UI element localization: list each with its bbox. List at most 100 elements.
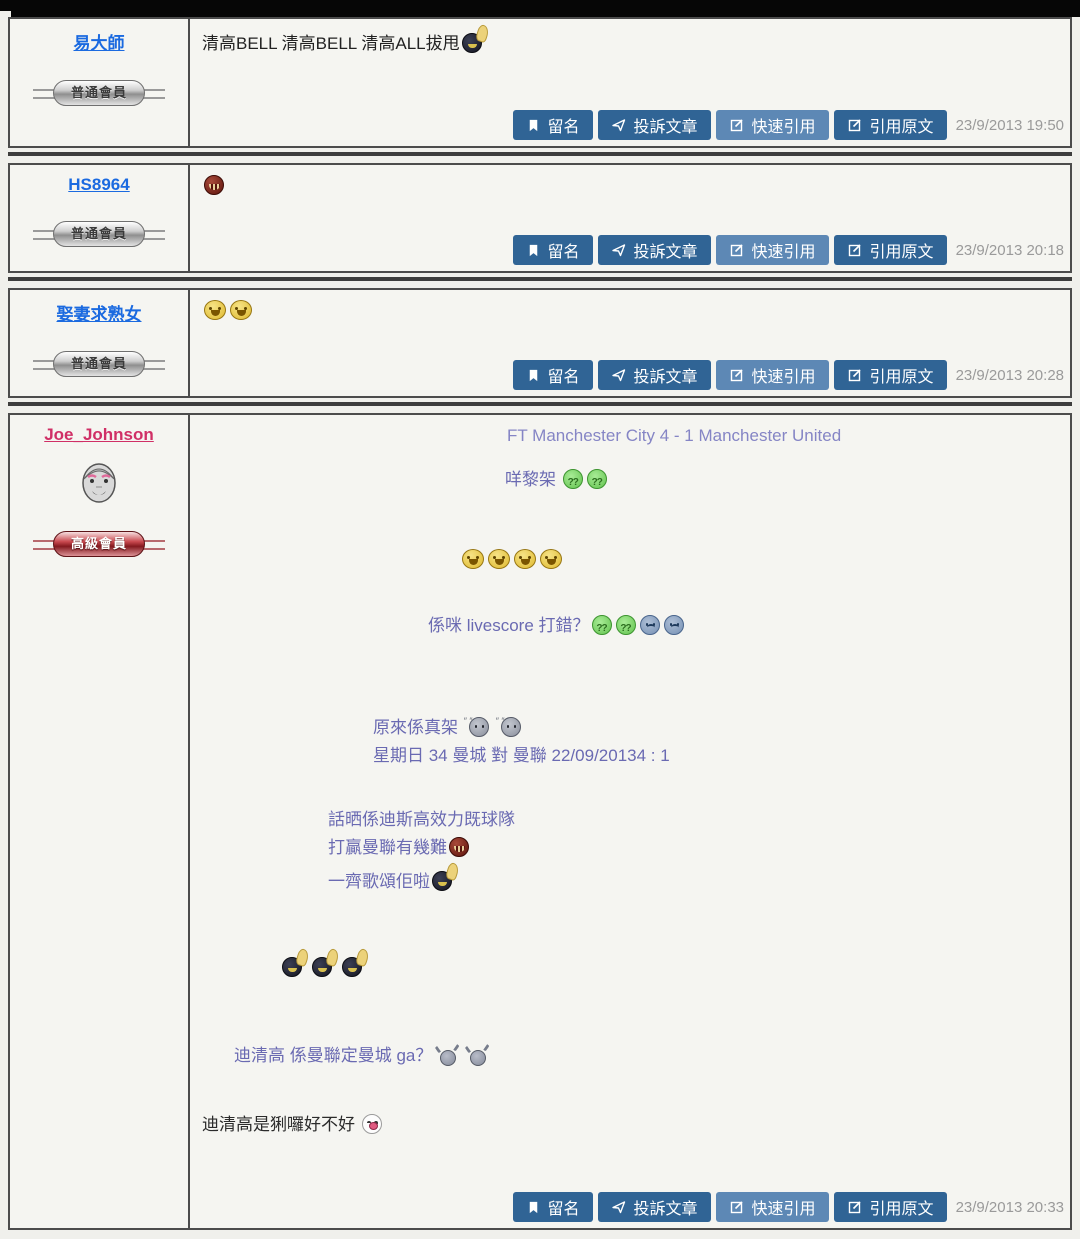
- post-row: 易大師 普通會員 清高BELL 清高BELL 清高ALL拔甩 留名 投訴文章 快…: [8, 17, 1072, 148]
- bookmark-button-label: 留名: [547, 1201, 580, 1218]
- post-message: FT Manchester City 4 - 1 Manchester Unit…: [202, 425, 1060, 1136]
- bookmark-icon: [529, 1201, 537, 1213]
- edit-square-icon: [848, 1201, 861, 1214]
- message-line: [280, 957, 1060, 979]
- post-action-bar: 留名 投訴文章 快速引用 引用原文 23/9/2013 20:33: [512, 1192, 1064, 1222]
- author-cell: HS8964 普通會員: [10, 165, 190, 271]
- message-text: 打贏曼聯有幾難: [328, 838, 447, 857]
- quote-original-button[interactable]: 引用原文: [833, 235, 947, 265]
- message-text: 係咪 livescore 打錯？: [428, 616, 590, 635]
- report-button-label: 投訴文章: [633, 1201, 698, 1218]
- member-badge-wrap: 高級會員: [33, 531, 165, 557]
- thread-page: 易大師 普通會員 清高BELL 清高BELL 清高ALL拔甩 留名 投訴文章 快…: [0, 17, 1080, 1230]
- yellow-laugh-face-icon: [204, 300, 226, 320]
- quick-quote-button[interactable]: 快速引用: [715, 235, 829, 265]
- post-separator: [8, 277, 1072, 281]
- member-badge: 普通會員: [53, 351, 145, 377]
- bookmark-button-label: 留名: [547, 244, 580, 261]
- quote-original-button-label: 引用原文: [869, 244, 934, 261]
- username-link[interactable]: Joe_Johnson: [44, 425, 154, 444]
- rock-on-face-icon: [432, 871, 452, 891]
- quote-original-button-label: 引用原文: [869, 369, 934, 386]
- author-cell: Joe_Johnson 高級會員: [10, 415, 190, 1228]
- username-link[interactable]: 易大師: [73, 34, 125, 53]
- message-line: 迪清高是猁囉好不好: [202, 1114, 1060, 1136]
- yellow-laugh-face-icon: [230, 300, 252, 320]
- report-button-label: 投訴文章: [633, 119, 698, 136]
- quick-quote-button-label: 快速引用: [751, 244, 816, 261]
- report-post-button[interactable]: 投訴文章: [597, 110, 711, 140]
- username-link[interactable]: HS8964: [68, 175, 130, 194]
- rock-on-face-icon: [461, 33, 482, 53]
- rock-on-face-icon: [312, 957, 332, 977]
- edit-square-icon: [848, 119, 861, 132]
- message-line: 係咪 livescore 打錯？: [428, 615, 1060, 640]
- gray-dancer-face-icon: [436, 1043, 461, 1066]
- quick-quote-button-label: 快速引用: [751, 369, 816, 386]
- message-line: 星期日 34 曼城 對 曼聯 22/09/20134 : 1: [373, 746, 670, 765]
- quote-original-button-label: 引用原文: [869, 1201, 934, 1218]
- bookmark-button[interactable]: 留名: [512, 110, 593, 140]
- post-separator: [8, 152, 1072, 156]
- avatar: [82, 463, 116, 503]
- report-post-button[interactable]: 投訴文章: [597, 235, 711, 265]
- blue-sad-face-icon: [663, 615, 684, 635]
- yellow-laugh-face-icon: [514, 549, 536, 569]
- quote-original-button[interactable]: 引用原文: [833, 1192, 947, 1222]
- member-badge: 普通會員: [53, 221, 145, 247]
- post-body-cell: 清高BELL 清高BELL 清高ALL拔甩 留名 投訴文章 快速引用 引用原文: [190, 19, 1070, 146]
- message-text: 咩黎架: [505, 470, 556, 489]
- member-badge-wrap: 普通會員: [33, 80, 165, 106]
- post-timestamp: 23/9/2013 20:18: [955, 241, 1064, 259]
- bookmark-icon: [529, 244, 537, 256]
- post-text: 清高BELL 清高BELL 清高ALL拔甩: [202, 34, 460, 53]
- report-post-button[interactable]: 投訴文章: [597, 1192, 711, 1222]
- gray-dancer-face-icon: [466, 1043, 491, 1066]
- quote-original-button-label: 引用原文: [869, 119, 934, 136]
- username-link[interactable]: 娶妻求熟女: [56, 305, 142, 324]
- author-cell: 娶妻求熟女 普通會員: [10, 290, 190, 396]
- top-black-bar: [0, 0, 1080, 17]
- green-question-face-icon: [562, 469, 583, 494]
- quote-original-button[interactable]: 引用原文: [833, 360, 947, 390]
- message-line: 話晒係迪斯高效力既球隊: [328, 810, 515, 829]
- report-post-button[interactable]: 投訴文章: [597, 360, 711, 390]
- green-question-face-icon: [591, 615, 612, 640]
- bookmark-button[interactable]: 留名: [512, 235, 593, 265]
- edit-square-icon: [730, 369, 743, 382]
- message-line: 迪清高 係曼聯定曼城 ga？: [234, 1043, 1060, 1067]
- post-separator: [8, 402, 1072, 406]
- bookmark-icon: [529, 119, 537, 131]
- bookmark-button-label: 留名: [547, 369, 580, 386]
- post-action-bar: 留名 投訴文章 快速引用 引用原文 23/9/2013 19:50: [512, 110, 1064, 140]
- quick-quote-button[interactable]: 快速引用: [715, 360, 829, 390]
- edit-square-icon: [730, 119, 743, 132]
- post-timestamp: 23/9/2013 20:28: [955, 366, 1064, 384]
- message-line: 咩黎架: [505, 469, 1060, 494]
- edit-square-icon: [730, 244, 743, 257]
- paper-plane-icon: [611, 369, 625, 382]
- message-line: 打贏曼聯有幾難: [328, 837, 1060, 859]
- report-button-label: 投訴文章: [633, 244, 698, 261]
- message-line: 一齊歌頌佢啦: [328, 871, 1060, 893]
- gray-shake-face-icon: [464, 710, 494, 737]
- member-badge-wrap: 普通會員: [33, 351, 165, 377]
- quick-quote-button[interactable]: 快速引用: [715, 110, 829, 140]
- member-badge: 高級會員: [53, 531, 145, 557]
- quick-quote-button[interactable]: 快速引用: [715, 1192, 829, 1222]
- post-row: 娶妻求熟女 普通會員 留名 投訴文章 快速引用: [8, 288, 1072, 398]
- rock-on-face-icon: [282, 957, 302, 977]
- post-body-cell: FT Manchester City 4 - 1 Manchester Unit…: [190, 415, 1070, 1228]
- paper-plane-icon: [611, 119, 625, 132]
- bookmark-button[interactable]: 留名: [512, 1192, 593, 1222]
- quote-original-button[interactable]: 引用原文: [833, 110, 947, 140]
- message-line: [460, 549, 1060, 571]
- post-body-cell: 留名 投訴文章 快速引用 引用原文 23/9/2013 20:18: [190, 165, 1070, 271]
- member-badge: 普通會員: [53, 80, 145, 106]
- green-question-face-icon: [615, 615, 636, 640]
- red-devil-grin-face-icon: [204, 175, 224, 195]
- bookmark-button[interactable]: 留名: [512, 360, 593, 390]
- rock-on-face-icon: [342, 957, 362, 977]
- message-text: 迪清高 係曼聯定曼城 ga？: [234, 1046, 433, 1065]
- message-text: 一齊歌頌佢啦: [328, 872, 430, 891]
